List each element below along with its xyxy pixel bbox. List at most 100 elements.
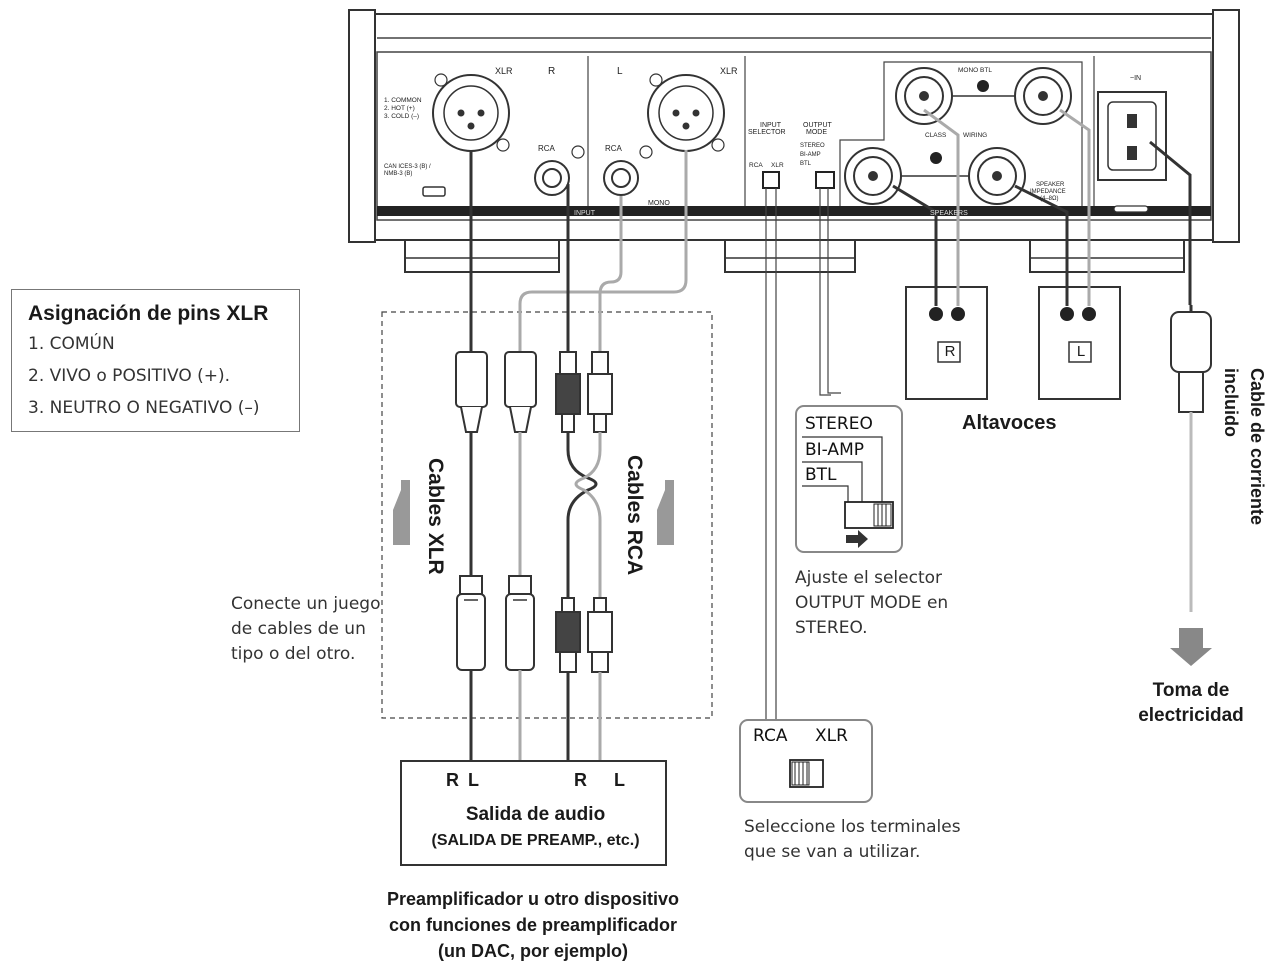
inset-input-switch-ribs (794, 762, 808, 785)
output-note-line-3: STEREO. (795, 618, 868, 638)
xlr-plug-r-bottom (456, 575, 486, 671)
foot-right (1029, 239, 1185, 273)
panel-speaker-impedance-1: SPEAKER (1036, 182, 1065, 188)
panel-input-option-rca: RCA (749, 162, 763, 169)
panel-speakers-band: SPEAKERS (930, 210, 968, 217)
speaker-wire-l-minus (1014, 184, 1069, 306)
speaker-terminal-bottom-left (968, 147, 1026, 205)
panel-speaker-impedance-2: IMPEDANCE (1030, 189, 1066, 195)
speaker-wire-l-plus (1059, 108, 1091, 306)
rca-jack-left (603, 145, 653, 196)
pin-item-2: 2. VIVO o POSITIVO (+). (28, 366, 231, 386)
xlr-plug-r-top (455, 351, 488, 433)
inset-input-rca: RCA (753, 726, 788, 746)
panel-pin-legend-1: 1. COMMON (384, 97, 422, 104)
power-cable-line-1: Cable de corriente (1247, 368, 1267, 526)
panel-rca-l-label: RCA (605, 144, 623, 153)
output-mode-guide-lines (802, 436, 883, 502)
rca-plug-l-top (587, 351, 613, 433)
source-caption-line-1: Preamplificador u otro dispositivo (386, 889, 680, 909)
inset-input-switch-knob (791, 761, 810, 786)
speaker-terminal-top-left (1014, 67, 1072, 125)
output-mode-note: Ajuste el selector OUTPUT MODE en STEREO… (795, 566, 948, 641)
panel-output-option-3: BTL (800, 161, 812, 167)
xlr-pin-assignment-box: Asignación de pins XLR 1. COMÚN 2. VIVO … (11, 289, 300, 432)
panel-pin-legend-3: 3. COLD (–) (384, 113, 419, 120)
speaker-terminal-top-right (895, 67, 953, 125)
rca-jack-right (534, 145, 585, 196)
rca-l-wire-top (598, 196, 623, 352)
speaker-area-outline (839, 61, 1083, 206)
speaker-right-plus-icon (951, 307, 965, 321)
input-selector-switch (762, 171, 780, 189)
xlr-plug-l-top (504, 351, 537, 433)
input-note-line-1: Seleccione los terminales (744, 817, 961, 837)
power-cable-line-2: incluido (1221, 368, 1241, 437)
output-note-line-1: Ajuste el selector (795, 568, 942, 588)
outlet-arrow-icon (1170, 628, 1212, 666)
panel-slot (1113, 205, 1149, 213)
rca-cables-label: Cables RCA (623, 455, 646, 576)
panel-class-label: CLASS (925, 132, 947, 139)
amplifier-rear-panel (348, 9, 1240, 273)
panel-right-cap (1212, 9, 1240, 243)
input-select-note: Seleccione los terminales que se van a u… (744, 815, 961, 865)
speaker-right-tag (937, 341, 961, 363)
input-selector-leader (765, 188, 781, 781)
source-title: Salida de audio (465, 804, 606, 825)
rca-plug-r-top (555, 351, 581, 433)
plus-symbol-icon (977, 80, 989, 92)
speaker-wire-r-minus (892, 184, 938, 306)
panel-output-option-1: STEREO (800, 143, 825, 149)
panel-wiring-label: WIRING (963, 132, 987, 139)
cable-group-box (381, 311, 713, 719)
speaker-right-label: R (944, 343, 956, 360)
panel-speaker-impedance-3: (4–8Ω) (1040, 196, 1059, 202)
xlr-cables-label: Cables XLR (424, 458, 447, 575)
panel-xlr-r-label: XLR (495, 66, 513, 76)
source-subtitle: (SALIDA DE PREAMP., etc.) (431, 832, 640, 849)
panel-left-cap (348, 9, 376, 243)
foot-middle (724, 239, 856, 273)
panel-r-marker: R (548, 66, 555, 77)
cable-note-line-2: de cables de un (231, 619, 366, 639)
panel-output-mode-2: MODE (806, 129, 827, 136)
pin-item-1: 1. COMÚN (28, 334, 115, 354)
pin-box-title: Asignación de pins XLR (28, 302, 269, 325)
power-plug-icon (1170, 305, 1212, 413)
outlet-line-1: Toma de (1152, 680, 1230, 701)
rca-up-arrow-icon (657, 480, 674, 545)
power-cable-top (1149, 140, 1192, 305)
cable-choice-note: Conecte un juego de cables de un tipo o … (231, 592, 380, 667)
cable-note-line-1: Conecte un juego (231, 594, 381, 614)
speaker-terminal-bottom-right (844, 147, 902, 205)
slide-right-arrow-icon (846, 530, 868, 548)
output-mode-leader (819, 188, 831, 396)
rca-plug-r-bottom (555, 597, 581, 673)
source-rca-l-label: L (614, 770, 625, 790)
rca-r-wire-middle (566, 432, 598, 598)
input-selector-leader-2 (775, 188, 791, 771)
xlr-plug-l-bottom (505, 575, 535, 671)
xlr-l-wire-top (518, 150, 688, 352)
output-note-line-2: OUTPUT MODE en (795, 593, 949, 613)
foot-left (404, 239, 560, 273)
speaker-wire-r-plus (923, 108, 960, 306)
outlet-line-2: electricidad (1138, 705, 1244, 726)
cable-note-line-3: tipo o del otro. (231, 644, 356, 664)
ac-inlet (1097, 91, 1167, 181)
source-caption-line-3: (un DAC, por ejemplo) (438, 941, 628, 961)
panel-can-label-1: CAN ICES-3 (B) / (384, 164, 431, 170)
source-caption: Preamplificador u otro dispositivo con f… (330, 886, 736, 964)
speaker-right-minus-icon (929, 307, 943, 321)
speaker-left-plus-icon (1082, 307, 1096, 321)
panel-l-marker: L (617, 66, 623, 77)
panel-input-selector-2: SELECTOR (748, 129, 786, 136)
speaker-left-label: L (1076, 343, 1086, 360)
output-mode-leader-2 (827, 188, 841, 394)
panel-pin-legend-2: 2. HOT (+) (384, 105, 415, 112)
panel-mono-btl-label: MONO BTL (958, 67, 992, 74)
panel-input-option-xlr: XLR (771, 162, 784, 169)
inset-output-switch-ribs (877, 504, 887, 526)
